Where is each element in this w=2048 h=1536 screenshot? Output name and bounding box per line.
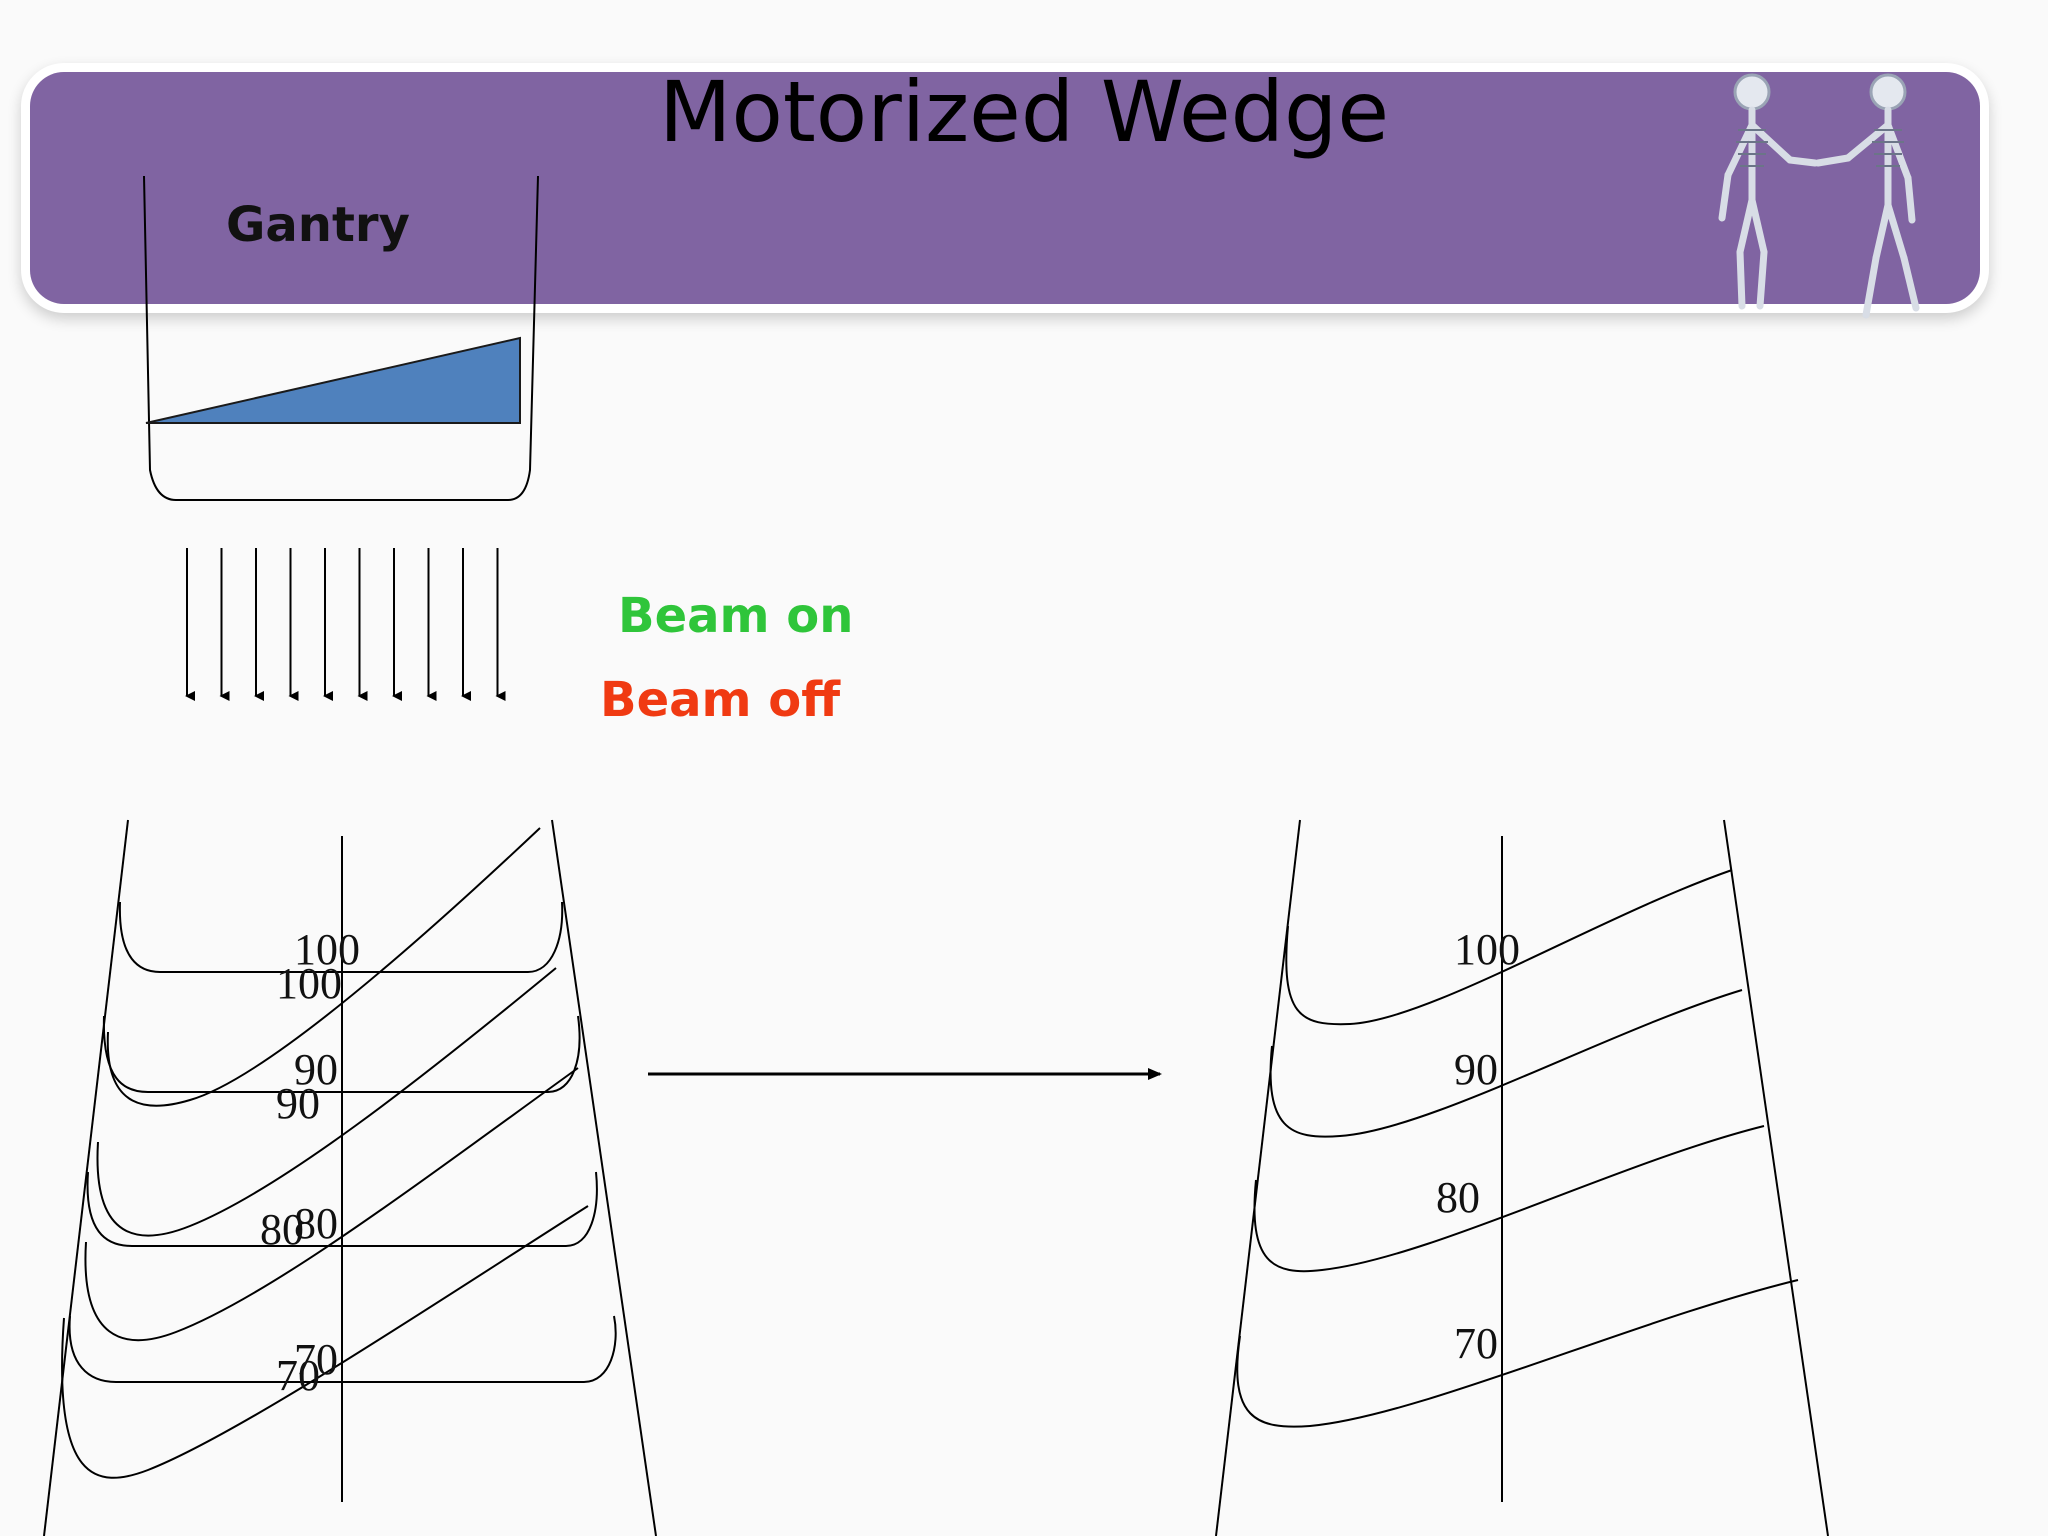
right-isodose-label-100: 100 <box>1454 925 1520 974</box>
beam-on-label: Beam on <box>618 588 854 644</box>
gantry-label: Gantry <box>226 197 410 253</box>
title-banner <box>30 72 1980 304</box>
left-wedged-isodose-label-70: 70 <box>276 1351 320 1400</box>
left-wedged-isodose-label-80: 80 <box>260 1205 304 1254</box>
right-isodose-label-80: 80 <box>1436 1173 1480 1222</box>
left-flat-isodose-label-90: 90 <box>294 1045 338 1094</box>
slide-title: Motorized Wedge <box>659 63 1389 161</box>
left-wedged-isodose-label-100: 100 <box>276 959 342 1008</box>
left-flat-isodose-label-100: 100 <box>294 925 360 974</box>
left-flat-isodose-label-70: 70 <box>294 1335 338 1384</box>
right-isodose-label-90: 90 <box>1454 1045 1498 1094</box>
right-isodose-label-70: 70 <box>1454 1319 1498 1368</box>
beam-off-label: Beam off <box>600 672 841 728</box>
left-flat-isodose-label-80: 80 <box>294 1199 338 1248</box>
left-wedged-isodose-label-90: 90 <box>276 1079 320 1128</box>
wedge-icon <box>145 336 521 424</box>
